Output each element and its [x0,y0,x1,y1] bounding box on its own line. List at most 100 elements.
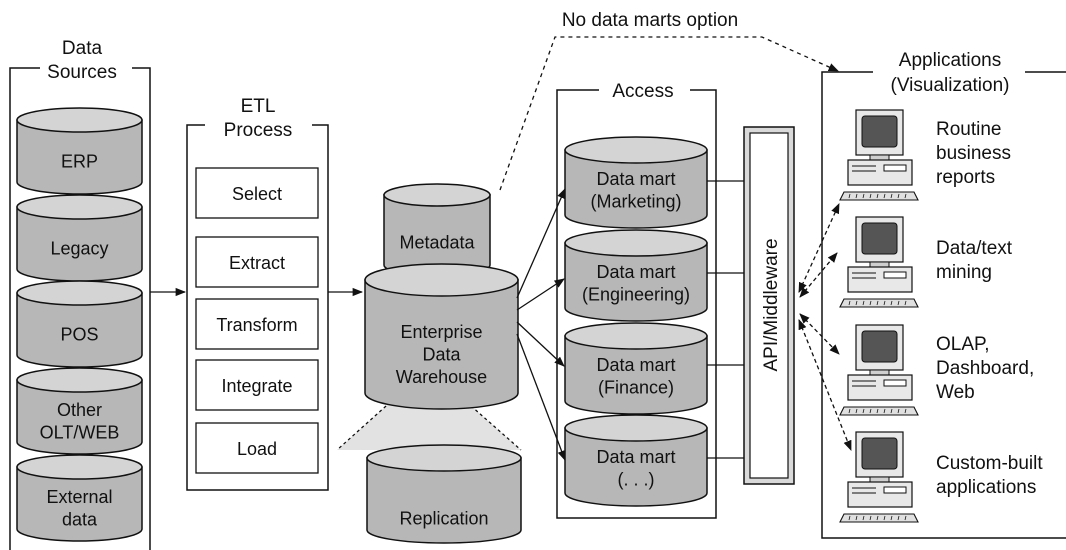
enterprise-data-warehouse-cylinder-label-line1: Enterprise [400,322,482,342]
source-cylinder-external-data-body [16,466,143,542]
etl-step-select: Select [195,167,319,219]
application-label-line3: Web [936,382,975,403]
data-mart-engineering-label-line2: (Engineering) [582,285,690,305]
arrow-edw-to-engineering [516,278,565,311]
source-cylinder-other-olt-web-body [16,379,143,455]
etl-step-box [195,167,319,219]
data-mart-engineering-label-line1: Data mart [596,262,675,282]
data-mart-other-body [564,427,708,507]
access-frame: Access [556,81,717,519]
source-cylinder-other-olt-web-label-line1: Other [57,400,102,420]
dashed-arrow-custom-apps [798,319,852,451]
data-mart-other-top [564,414,708,442]
source-cylinder-other-olt-web-top [16,367,143,393]
source-cylinder-legacy-label-line1: Legacy [50,238,108,258]
application-label-line1: Custom-built [936,453,1043,474]
api-middleware-bar: API/Middleware [743,126,795,485]
etl-step-transform: Transform [195,298,319,350]
dashed-arrow-olap [799,313,840,355]
computer-icon [839,109,919,201]
api-middleware-label: API/Middleware [761,238,782,371]
replication-cylinder-label-line1: Replication [399,508,488,528]
application-label-line1: OLAP, [936,334,990,355]
etl-step-box [195,236,319,288]
data-mart-other-label-line1: Data mart [596,447,675,467]
source-cylinder-external-data-label-line2: data [62,510,98,530]
no-data-marts-option-label: No data marts option [562,10,738,31]
source-cylinder-erp-label-line1: ERP [61,151,98,171]
etl-step-box [195,359,319,411]
applications-frame: Applications (Visualization) [821,50,1066,539]
data-mart-finance-body [564,335,708,415]
source-cylinder-pos-body [16,292,143,368]
etl-step-label: Integrate [221,376,292,396]
data-mart-marketing-body [564,149,708,229]
data-sources-title-line1: Data [62,38,103,59]
computer-icon [839,431,919,523]
source-cylinder-pos-top [16,280,143,306]
etl-step-extract: Extract [195,236,319,288]
replication-cone [337,398,521,450]
computer-icon [839,216,919,308]
application-label-line2: Dashboard, [936,358,1034,379]
data-mart-marketing: Data mart(Marketing) [564,136,708,229]
replication-cone-edge-left [336,397,396,451]
etl-step-integrate: Integrate [195,359,319,411]
enterprise-data-warehouse-cylinder-body [364,279,519,410]
application-label-line1: Data/text [936,238,1013,259]
arrow-edw-to-other-mart [516,333,566,461]
data-mart-finance-label-line2: (Finance) [598,378,674,398]
data-mart-other-label-line2: (. . .) [618,470,655,490]
etl-process-frame: ETL Process [186,96,329,491]
metadata-cylinder: Metadata [383,183,491,277]
data-mart-cylinders: Data mart(Marketing)Data mart(Engineerin… [564,136,708,507]
applications-title-line2: (Visualization) [891,75,1010,96]
data-mart-engineering: Data mart (Engineering) [564,229,708,322]
source-cylinder-external-data-top [16,454,143,480]
data-sources-title-line2: Sources [47,62,117,83]
etl-step-label: Transform [216,315,297,335]
warehouse-group: MetadataEnterpriseDataWarehouseReplicati… [364,183,522,544]
etl-step-label: Load [237,439,277,459]
source-cylinder-external-data: External data [16,454,143,542]
data-mart-engineering-body [564,242,708,322]
source-cylinder-erp-top [16,107,143,133]
replication-cylinder-top [366,444,522,472]
application-item: Data/text mining [839,216,1013,308]
application-item: Custom-built applications [839,431,1043,523]
etl-step-box [195,298,319,350]
etl-title-line1: ETL [241,96,276,117]
no-data-marts-dashed-path [499,36,839,191]
arrow-edw-to-finance [516,321,565,367]
data-mart-finance-label-line1: Data mart [596,355,675,375]
enterprise-data-warehouse-cylinder-label-line2: Data [422,344,461,364]
connectors [150,36,852,461]
application-label-line3: reports [936,167,995,188]
data-mart-marketing-label-line1: Data mart [596,169,675,189]
application-label-line1: Routine [936,119,1002,140]
etl-step-label: Select [232,184,282,204]
source-cylinder-legacy: Legacy [16,194,143,282]
enterprise-data-warehouse-cylinder-label-line3: Warehouse [396,367,487,387]
application-item: Routine business reports [839,109,1011,201]
application-label-line2: mining [936,262,992,283]
application-label-line2: applications [936,477,1036,498]
data-mart-other: Data mart (. . .) [564,414,708,507]
etl-title-line2: Process [224,120,293,141]
application-item: OLAP, Dashboard, Web [839,324,1034,416]
data-mart-finance-top [564,322,708,350]
etl-step-label: Extract [229,253,285,273]
source-cylinder-external-data-label-line1: External [46,487,112,507]
source-cylinder-pos: POS [16,280,143,368]
metadata-cylinder-label-line1: Metadata [399,232,475,252]
data-mart-finance: Data mart (Finance) [564,322,708,415]
applications-title-line1: Applications [899,50,1001,71]
data-sources-frame: Data Sources [9,38,151,550]
application-label-line2: business [936,143,1011,164]
